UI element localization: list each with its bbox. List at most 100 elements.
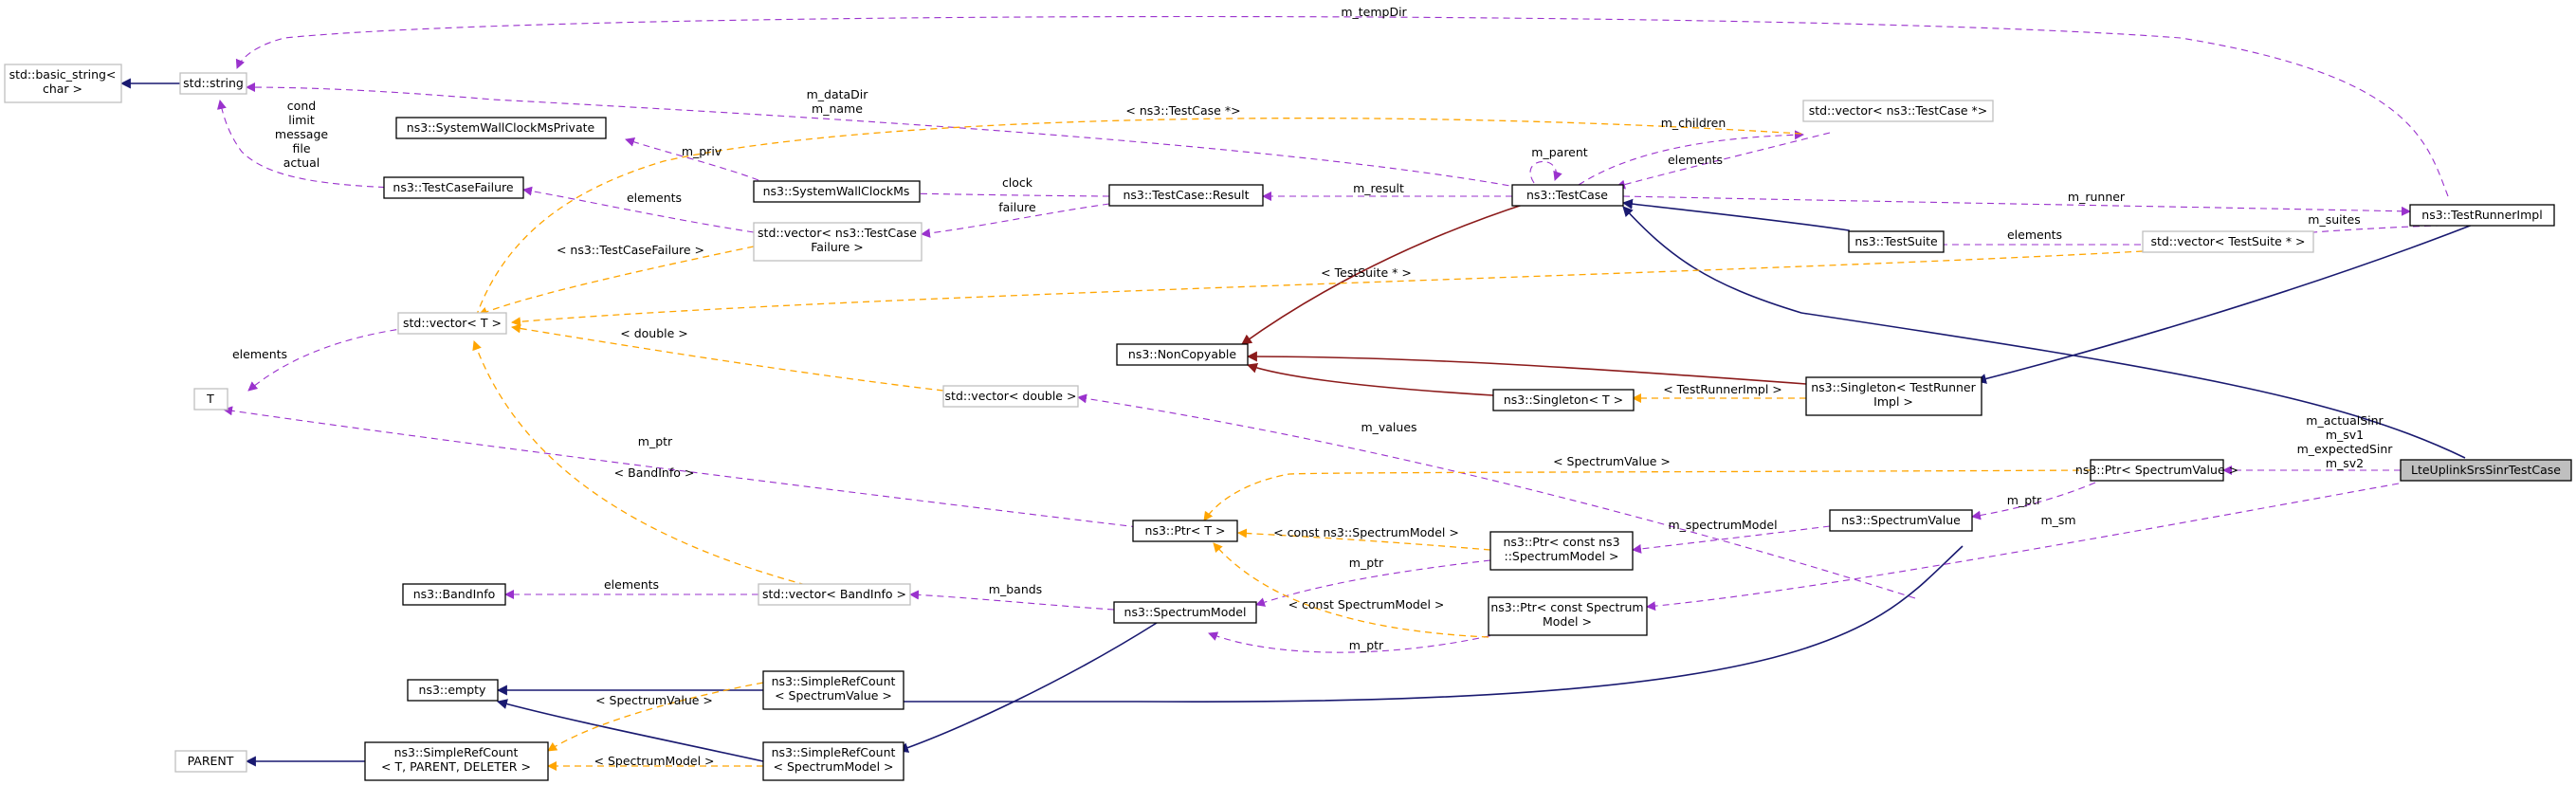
- text-line: elements: [1668, 153, 1723, 167]
- label-m-spectrummodel: m_spectrumModel: [1668, 518, 1777, 532]
- node-std-vector-t[interactable]: std::vector< T >: [397, 312, 507, 335]
- edge-m-priv: [625, 137, 759, 181]
- node-simple-ref-count-model[interactable]: ns3::SimpleRefCount< SpectrumModel >: [762, 741, 904, 781]
- text-line: file: [292, 141, 310, 155]
- text-line: Model >: [1543, 614, 1592, 629]
- node-spectrum-value[interactable]: ns3::SpectrumValue: [1829, 509, 1973, 532]
- node-simple-ref-count-generic[interactable]: ns3::SimpleRefCount< T, PARENT, DELETER …: [364, 741, 549, 781]
- node-vector-band-info[interactable]: std::vector< BandInfo >: [758, 583, 911, 606]
- label-tpl-test-case-failure: < ns3::TestCaseFailure >: [557, 243, 704, 257]
- edge-spectrum-model-inherits-ref-count: [897, 622, 1158, 753]
- node-test-runner-impl[interactable]: ns3::TestRunnerImpl: [2409, 204, 2555, 227]
- edge-m-ptr-model2: [1208, 630, 1513, 653]
- text-line: ns3::SystemWallClockMsPrivate: [407, 120, 595, 135]
- label-m-sm: m_sm: [2040, 513, 2075, 527]
- node-ptr-spectrum-value[interactable]: ns3::Ptr< SpectrumValue >: [2075, 459, 2238, 482]
- text-line: ns3::TestCaseFailure: [393, 180, 513, 194]
- svg-text:ns3::TestCaseFailure: ns3::TestCaseFailure: [393, 180, 513, 194]
- svg-text:ns3::TestCase: ns3::TestCase: [1526, 188, 1608, 202]
- edge-tpl-test-suite-ptr: [511, 250, 2144, 327]
- label-tpl-test-runner-impl: < TestRunnerImpl >: [1663, 382, 1782, 396]
- text-line: ns3::SimpleRefCount: [772, 745, 896, 759]
- node-t[interactable]: T: [193, 388, 228, 411]
- node-band-info[interactable]: ns3::BandInfo: [402, 583, 506, 606]
- text-line: m_ptr: [1349, 638, 1384, 652]
- text-line: T: [206, 392, 214, 406]
- label-m-priv: m_priv: [682, 144, 722, 158]
- text-line: PARENT: [188, 754, 234, 768]
- edge-failure-fields: [216, 100, 397, 189]
- label-elements-failure: elements: [627, 191, 682, 205]
- text-line: limit: [288, 113, 315, 127]
- label-failure: failure: [998, 200, 1036, 214]
- text-line: ns3::Ptr< SpectrumValue >: [2075, 463, 2238, 477]
- svg-text:ns3::Ptr< SpectrumValue >: ns3::Ptr< SpectrumValue >: [2075, 463, 2238, 477]
- node-test-case-failure[interactable]: ns3::TestCaseFailure: [383, 176, 524, 199]
- text-line: ns3::SpectrumValue: [1841, 513, 1961, 527]
- text-line: m_dataDir: [807, 87, 869, 101]
- node-vector-double[interactable]: std::vector< double >: [942, 385, 1079, 408]
- node-spectrum-model[interactable]: ns3::SpectrumModel: [1113, 601, 1257, 624]
- node-simple-ref-count-value[interactable]: ns3::SimpleRefCount< SpectrumValue >: [762, 670, 904, 710]
- svg-text:ns3::SystemWallClockMs: ns3::SystemWallClockMs: [763, 184, 910, 198]
- node-empty[interactable]: ns3::empty: [407, 679, 499, 702]
- text-line: m_ptr: [2007, 493, 2042, 507]
- text-line: elements: [627, 191, 682, 205]
- label-elements-test-case: elements: [1668, 153, 1723, 167]
- nodes: std::basic_string<char > std::string ns3…: [4, 64, 2572, 781]
- label-m-bands: m_bands: [989, 582, 1042, 596]
- label-tpl-const-ns3-model: < const ns3::SpectrumModel >: [1273, 525, 1459, 539]
- node-non-copyable[interactable]: ns3::NonCopyable: [1116, 343, 1249, 366]
- text-line: std::vector< TestSuite * >: [2150, 234, 2305, 248]
- svg-text:std::vector< ns3::TestCaseFail: std::vector< ns3::TestCaseFailure >: [758, 226, 917, 254]
- svg-text:ns3::NonCopyable: ns3::NonCopyable: [1128, 347, 1237, 361]
- label-elements-band: elements: [604, 577, 659, 592]
- text-line: Failure >: [811, 240, 864, 254]
- label-tpl-ref-value: < SpectrumValue >: [595, 693, 713, 707]
- text-line: ns3::SimpleRefCount: [772, 674, 896, 688]
- node-test-case-result[interactable]: ns3::TestCase::Result: [1108, 184, 1264, 207]
- svg-text:ns3::Ptr< const SpectrumModel: ns3::Ptr< const SpectrumModel >: [1490, 600, 1643, 629]
- edge-m-values: [1077, 393, 1916, 599]
- svg-text:ns3::Singleton< T >: ns3::Singleton< T >: [1504, 392, 1623, 407]
- text-line: ns3::Singleton< T >: [1504, 392, 1623, 407]
- text-line: elements: [2007, 228, 2062, 242]
- text-line: m_spectrumModel: [1668, 518, 1777, 532]
- text-line: LteUplinkSrsSinrTestCase: [2411, 463, 2561, 477]
- label-tpl-const-model: < const SpectrumModel >: [1288, 597, 1445, 612]
- text-line: ns3::TestCase::Result: [1123, 188, 1249, 202]
- node-ptr-const-ns3-model[interactable]: ns3::Ptr< const ns3::SpectrumModel >: [1489, 531, 1634, 571]
- text-line: cond: [287, 99, 316, 113]
- label-elements-t: elements: [232, 347, 287, 361]
- label-m-children: m_children: [1661, 116, 1726, 130]
- node-vector-test-suite-ptr[interactable]: std::vector< TestSuite * >: [2142, 230, 2314, 253]
- node-lte-uplink-srs-sinr-test-case[interactable]: LteUplinkSrsSinrTestCase: [2400, 459, 2572, 482]
- edge-m-datadir: [246, 82, 1532, 191]
- node-singleton-t[interactable]: ns3::Singleton< T >: [1492, 389, 1635, 411]
- node-ptr-t[interactable]: ns3::Ptr< T >: [1132, 520, 1238, 542]
- svg-text:PARENT: PARENT: [188, 754, 234, 768]
- text-line: m_tempDir: [1341, 5, 1407, 19]
- edge-m-tempdir: [235, 15, 2449, 197]
- text-line: m_sv2: [2326, 456, 2364, 470]
- svg-text:ns3::TestRunnerImpl: ns3::TestRunnerImpl: [2421, 208, 2542, 222]
- text-line: ns3::SimpleRefCount: [394, 745, 519, 759]
- text-line: m_runner: [2068, 190, 2126, 204]
- edge-spectrum-value-inherits-ref-count: [870, 545, 1964, 707]
- node-vector-test-case-ptr[interactable]: std::vector< ns3::TestCase *>: [1802, 100, 1994, 122]
- node-std-string[interactable]: std::string: [179, 72, 247, 95]
- node-test-case[interactable]: ns3::TestCase: [1511, 184, 1624, 207]
- text-line: std::vector< double >: [945, 389, 1077, 403]
- node-test-suite[interactable]: ns3::TestSuite: [1848, 230, 1945, 253]
- node-std-basic-string[interactable]: std::basic_string<char >: [4, 64, 122, 103]
- label-m-runner: m_runner: [2068, 190, 2126, 204]
- text-line: < TestRunnerImpl >: [1663, 382, 1782, 396]
- node-parent[interactable]: PARENT: [174, 750, 247, 773]
- node-system-wall-clock[interactable]: ns3::SystemWallClockMs: [753, 180, 921, 203]
- node-system-wall-clock-private[interactable]: ns3::SystemWallClockMsPrivate: [395, 117, 607, 139]
